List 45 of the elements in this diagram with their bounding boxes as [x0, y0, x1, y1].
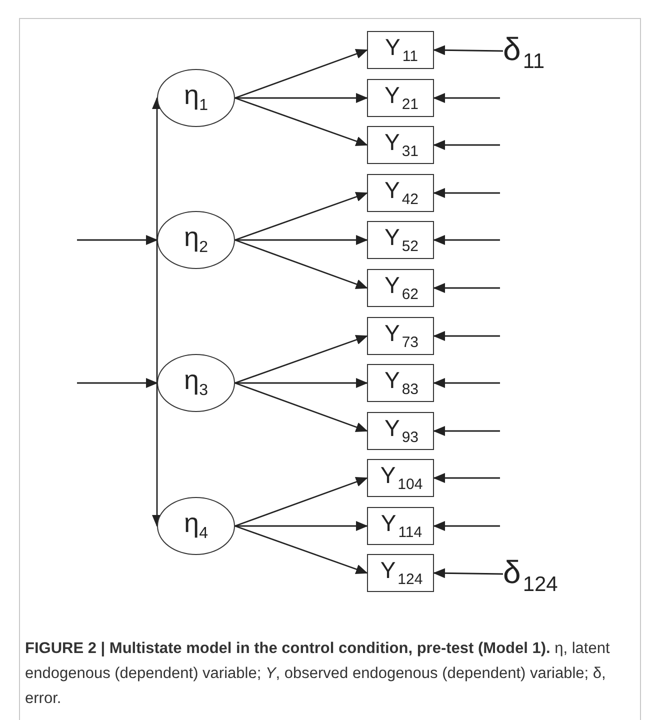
arrow — [235, 521, 368, 531]
arrow — [234, 334, 368, 384]
observed-variable-box: Y$_{31}$ — [367, 126, 434, 164]
latent-variable-ellipse: η$_{2}$ — [157, 211, 235, 269]
observed-variable-box: Y$_{62}$ — [367, 269, 434, 307]
free-arrow — [433, 378, 500, 388]
observed-variable-box: Y$_{21}$ — [367, 79, 434, 117]
free-arrow — [433, 283, 500, 293]
free-arrow — [433, 426, 500, 436]
free-arrow — [433, 140, 500, 150]
free-arrow — [433, 521, 500, 531]
arrow — [235, 235, 368, 245]
observed-variable-box: Y$_{93}$ — [367, 412, 434, 450]
arrow — [234, 49, 368, 99]
observed-variable-box: Y$_{11}$ — [367, 31, 434, 69]
observed-variable-box: Y$_{52}$ — [367, 221, 434, 259]
latent-variable-ellipse: η$_{3}$ — [157, 354, 235, 412]
latent-variable-ellipse: η$_{1}$ — [157, 69, 235, 127]
free-arrow — [433, 331, 500, 341]
free-arrow — [433, 235, 500, 245]
free-arrow — [433, 188, 500, 198]
free-arrow — [433, 93, 500, 103]
free-arrow — [433, 473, 500, 483]
observed-variable-box: Y$_{124}$ — [367, 554, 434, 592]
arrow — [234, 239, 368, 289]
arrow — [234, 477, 368, 527]
arrow — [234, 192, 368, 241]
observed-variable-box: Y$_{73}$ — [367, 317, 434, 355]
observed-variable-box: Y$_{114}$ — [367, 507, 434, 545]
free-arrow — [77, 378, 158, 388]
arrow — [234, 97, 368, 146]
latent-variable-ellipse: η$_{4}$ — [157, 497, 235, 555]
figure-caption: FIGURE 2 | Multistate model in the control condition, pre-test (Model 1). η, latent endogenous (dependent) variable; Y, observed endogenous (dependent) variable; δ, error. — [25, 639, 611, 709]
error-term-label: δ$_{11}$ — [503, 33, 545, 72]
error-term-label: δ$_{124}$ — [503, 556, 558, 595]
arrow — [433, 568, 503, 578]
arrow — [234, 382, 368, 432]
observed-variable-box: Y$_{104}$ — [367, 459, 434, 497]
arrow — [235, 93, 368, 103]
observed-variable-box: Y$_{83}$ — [367, 364, 434, 402]
arrow — [234, 525, 368, 574]
free-arrow — [77, 235, 158, 245]
observed-variable-box: Y$_{42}$ — [367, 174, 434, 212]
arrow — [433, 45, 503, 56]
arrow — [235, 378, 368, 388]
